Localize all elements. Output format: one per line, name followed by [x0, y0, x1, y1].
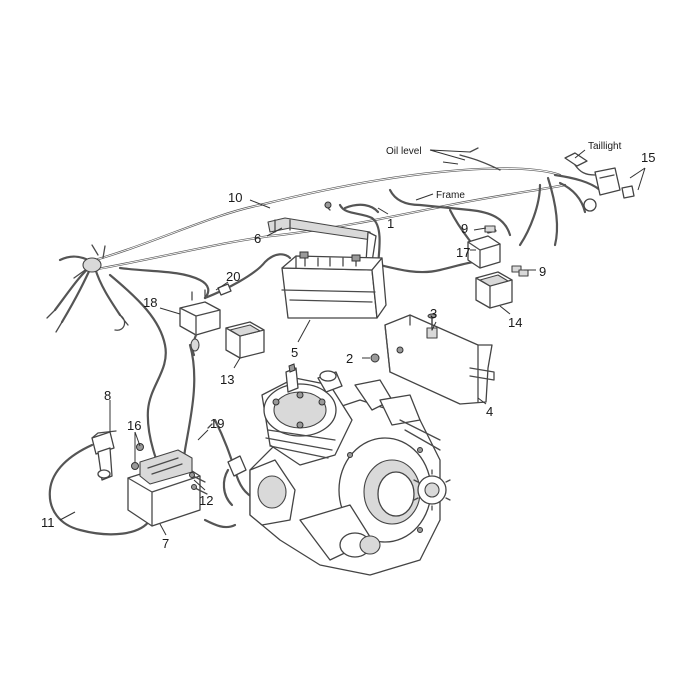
nut-part-2	[370, 353, 380, 363]
callout-1: 1	[387, 216, 394, 231]
callout-2: 2	[346, 351, 353, 366]
wire-part-19	[190, 338, 213, 429]
fuse-lower	[511, 265, 529, 277]
callout-12: 12	[199, 493, 213, 508]
leader-lines	[59, 149, 646, 536]
taillight-assembly	[564, 152, 635, 212]
callout-17: 17	[456, 245, 470, 260]
starter-relay-part-13	[225, 321, 265, 359]
callout-9-lower: 9	[539, 264, 546, 279]
battery-strap	[267, 217, 377, 263]
screw-part-12	[189, 472, 208, 495]
connector-part-20	[217, 283, 232, 296]
callout-3: 3	[430, 306, 437, 321]
engine	[222, 363, 451, 576]
regulator-part-18	[179, 289, 221, 357]
callout-14: 14	[508, 315, 522, 330]
wire-clip-part-1	[324, 201, 380, 214]
callout-6: 6	[254, 231, 261, 246]
screw-part-3	[427, 313, 437, 331]
label-oil-level: Oil level	[386, 146, 422, 157]
label-frame: Frame	[436, 190, 465, 201]
callout-19: 19	[210, 416, 224, 431]
callout-18: 18	[143, 295, 157, 310]
callout-10: 10	[228, 190, 242, 205]
callout-16: 16	[127, 418, 141, 433]
callout-13: 13	[220, 372, 234, 387]
screw-part-16	[131, 443, 144, 470]
callout-5: 5	[291, 345, 298, 360]
callout-8: 8	[104, 388, 111, 403]
ht-lead-part-11	[48, 443, 152, 536]
fuse-upper	[484, 225, 496, 233]
flasher-relay-part-14	[475, 271, 513, 309]
spark-plug-cap-part-8	[91, 430, 117, 481]
callout-15: 15	[641, 150, 655, 165]
ignition-coil-part-7	[127, 449, 201, 527]
callout-7: 7	[162, 536, 169, 551]
battery	[281, 251, 387, 319]
callout-11: 11	[41, 515, 55, 530]
callout-labels: 10 6 1 9 17 9 14 15 3 2 4 5 20 18 13 19 …	[41, 141, 655, 551]
callout-20: 20	[226, 269, 240, 284]
label-taillight: Taillight	[588, 141, 622, 152]
callout-4: 4	[486, 404, 493, 419]
battery-tray	[384, 314, 495, 405]
callout-9-upper: 9	[461, 221, 468, 236]
